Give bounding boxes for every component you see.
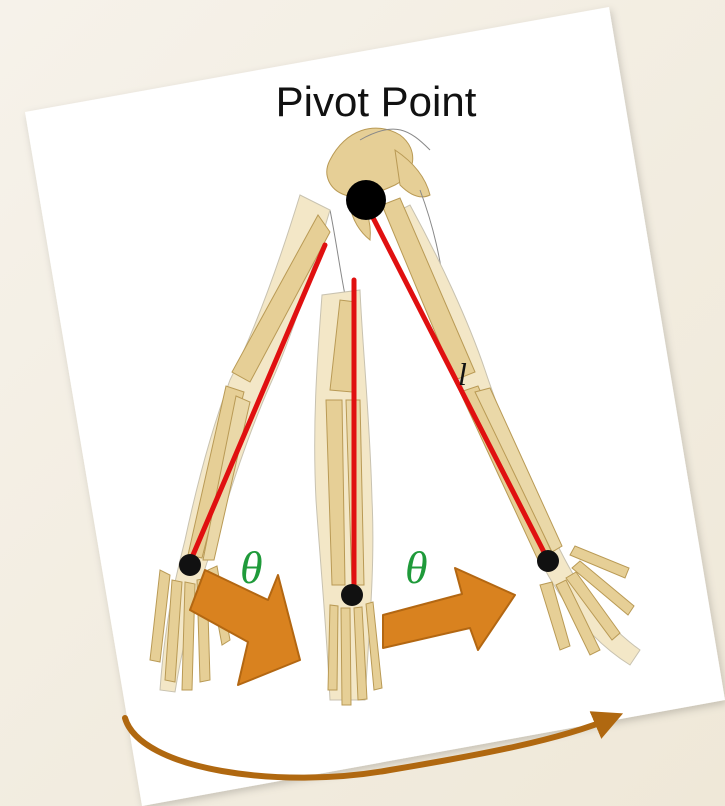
angle-label-right: θ <box>405 542 428 593</box>
bob-right <box>537 550 559 572</box>
angle-label-left: θ <box>240 542 263 593</box>
pivot-point-label: Pivot Point <box>276 78 477 125</box>
bob-center <box>341 584 363 606</box>
length-label: l <box>458 356 467 392</box>
pivot-point-marker <box>346 180 386 220</box>
bob-left <box>179 554 201 576</box>
